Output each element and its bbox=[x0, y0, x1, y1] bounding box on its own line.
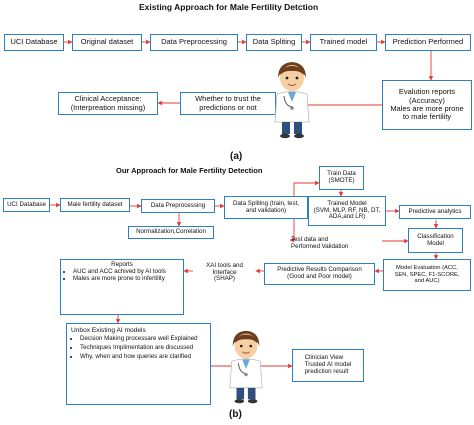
a-trust-line: predictions or not bbox=[199, 102, 257, 112]
b-pred-compare-line: Predictive Results Comparison bbox=[277, 266, 362, 274]
a-data-splitting-box: Data Spliting bbox=[246, 34, 302, 51]
b-unbox-models-box: Unbox Existing AI models Decsion Making … bbox=[66, 323, 211, 405]
b-predictive-comparison-box: Predictive Results Comparison (Good and … bbox=[264, 263, 375, 285]
panel-a-title: Existing Approach for Male Fertility Det… bbox=[139, 2, 319, 12]
a-clinical-line: Clinical Acceptance: bbox=[74, 94, 142, 104]
b-train-data-box: Train Data (SMOTE) bbox=[319, 166, 364, 190]
b-trained-model-line: Trained Model bbox=[327, 199, 367, 207]
b-uci-database-box: UCI Database bbox=[3, 198, 50, 212]
doctor-icon bbox=[229, 330, 263, 404]
b-unbox-bullet: Why, when and how queries are clarified bbox=[80, 353, 198, 361]
b-predictive-analytics-box: Predictive analytics bbox=[399, 205, 471, 219]
a-original-dataset-box: Original dataset bbox=[72, 34, 142, 51]
b-reports-bullet: Males are more prone to infertility bbox=[73, 275, 166, 283]
b-clinician-view-box: Clinician View Trusted AI model predicti… bbox=[292, 349, 364, 382]
b-test-data-box: Test data and Performed Validation bbox=[290, 233, 382, 255]
b-reports-heading: Reports bbox=[111, 261, 133, 268]
b-model-eval-line: Model Evaluation (ACC, bbox=[396, 265, 458, 272]
panel-b-label: (b) bbox=[229, 409, 242, 420]
b-xai-line: (SHAP) bbox=[214, 275, 235, 283]
b-splitting-line: Data Spliting (train, test, bbox=[232, 199, 300, 207]
a-uci-database-box: UCI Database bbox=[4, 34, 64, 51]
a-trained-model-box: Trained model bbox=[310, 34, 377, 51]
b-normalization-box: Normalization,Correlation bbox=[128, 226, 214, 239]
a-trust-question-box: Whether to trust the predictions or not bbox=[180, 92, 276, 115]
a-trust-line: Whether to trust the bbox=[195, 94, 261, 104]
b-male-fertility-dataset-box: Male fertility dataset bbox=[60, 198, 130, 212]
b-unbox-bullet: Techniques Implimentation are discussed bbox=[80, 344, 198, 352]
b-classification-line: Classification bbox=[417, 232, 454, 240]
b-model-eval-line: and AUC) bbox=[414, 278, 440, 285]
b-test-data-line: Performed Validation bbox=[291, 243, 349, 250]
a-evaluation-line: to male fertility bbox=[402, 112, 452, 122]
b-trained-model-line: (SVM, MLP, RF, NB, DT, bbox=[313, 206, 381, 214]
b-xai-tools-box: XAI tools and Interface (SHAP) bbox=[193, 261, 256, 285]
b-train-data-line: Train Data bbox=[327, 170, 356, 178]
b-model-evaluation-box: Model Evaluation (ACC, SEN, SPEC, F1-SCO… bbox=[383, 259, 471, 291]
arrow-b-split-test bbox=[289, 219, 295, 243]
arrow-b-split-train bbox=[293, 180, 320, 196]
b-trained-model-line: ADA,and LR) bbox=[328, 213, 366, 221]
b-unbox-heading: Unbox Existing AI models bbox=[71, 327, 146, 334]
b-clinician-line: prediction result bbox=[304, 367, 349, 375]
b-data-preprocessing-box: Data Preprocessing bbox=[141, 199, 215, 213]
b-trained-model-box: Trained Model (SVM, MLP, RF, NB, DT, ADA… bbox=[308, 196, 386, 226]
b-train-data-line: (SMOTE) bbox=[328, 177, 355, 184]
b-unbox-bullet: Decsion Making processare well Explained bbox=[80, 335, 198, 343]
a-evaluation-line: Males are more prone bbox=[390, 104, 464, 113]
b-clinician-line: Trusted AI model bbox=[304, 361, 352, 369]
a-prediction-performed-box: Prediction Performed bbox=[385, 34, 471, 51]
b-classification-model-box: Classification Model bbox=[408, 228, 463, 253]
b-pred-compare-line: (Good and Poor model) bbox=[287, 273, 352, 280]
b-test-data-line: Test data and bbox=[291, 236, 329, 244]
panel-b-title: Our Approach for Male Fertility Detectio… bbox=[116, 166, 263, 175]
panel-a-label: (a) bbox=[230, 151, 243, 162]
a-evaluation-reports-box: Evalution reports (Accuracy) Males are m… bbox=[382, 80, 472, 130]
b-data-splitting-box: Data Spliting (train, test, and validati… bbox=[224, 196, 308, 219]
b-classification-line: Model bbox=[427, 239, 444, 247]
a-clinical-acceptance-box: Clinical Acceptance: (Interpreation miss… bbox=[58, 92, 158, 115]
doctor-icon bbox=[274, 62, 310, 139]
a-clinical-line: (Interpreation missing) bbox=[70, 102, 146, 112]
a-data-preprocessing-box: Data Preprocessing bbox=[150, 34, 238, 51]
a-evaluation-line: Evalution reports bbox=[398, 87, 456, 97]
b-splitting-line: and validation) bbox=[245, 206, 287, 214]
b-reports-bullet: AUC and ACC achived by AI tools bbox=[73, 268, 166, 276]
b-clinician-line: Clinician View bbox=[304, 354, 344, 362]
a-evaluation-line: (Accuracy) bbox=[409, 95, 445, 105]
b-xai-line: XAI tools and Interface bbox=[206, 261, 243, 276]
b-model-eval-line: SEN, SPEC, F1-SCORE, bbox=[394, 271, 460, 278]
b-reports-box: Reports AUC and ACC achived by AI tools … bbox=[60, 259, 184, 315]
